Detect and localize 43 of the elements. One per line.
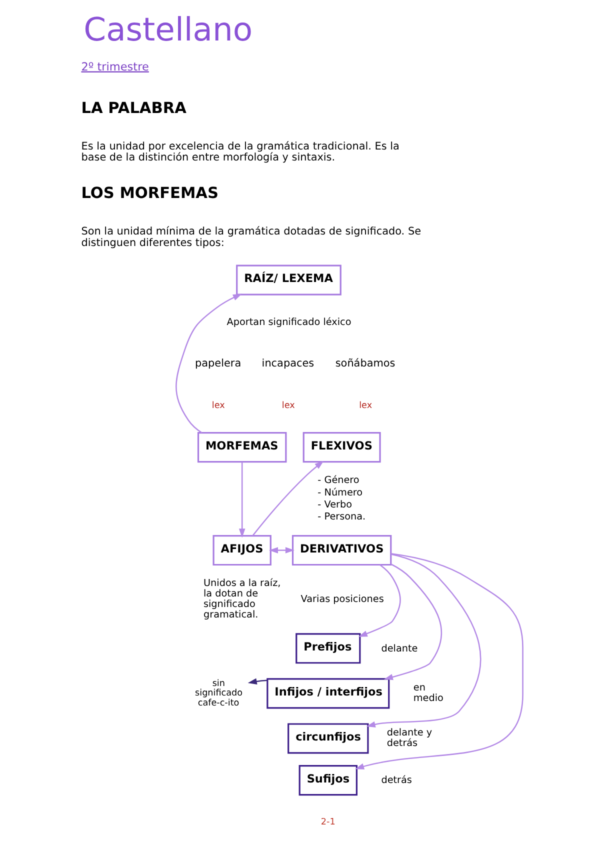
node-label: detrás <box>380 775 412 786</box>
label: lex <box>211 400 224 411</box>
label: incapaces <box>261 357 314 370</box>
node-box: RAÍZ/ LEXEMA <box>236 264 341 296</box>
label: Es la unidad por excelencia de la gramática tradicional. Es la base de la distinción entre morfología y sintaxis. <box>80 140 399 164</box>
arrow <box>358 564 400 637</box>
arrow <box>252 460 324 536</box>
node-label: Varias posiciones <box>300 594 384 606</box>
node-label: Aportan significado léxico <box>226 316 351 328</box>
node-box: AFIJOS <box>212 535 271 566</box>
node-box: circunfijos <box>287 723 368 754</box>
node-label: - Verbo <box>317 499 352 510</box>
arrow <box>366 554 481 728</box>
diagram-title: Castellano <box>83 10 252 48</box>
label: papelera <box>194 357 241 370</box>
node-label: Unidos a la raíz, la dotan de significado gramatical. <box>202 578 280 621</box>
arrow <box>238 462 245 538</box>
node-box: Infijos / interfijos <box>266 678 390 709</box>
label: 2º trimestre <box>80 60 148 74</box>
label: 2-1 <box>320 817 335 828</box>
node-label: - Número <box>317 487 362 498</box>
node-text: sin significado cafe-c-ito <box>194 679 242 708</box>
label: LA PALABRA <box>80 98 186 117</box>
arrow <box>354 553 523 770</box>
label: LOS MORFEMAS <box>80 184 218 202</box>
label: Son la unidad mínima de la gramática dotadas de significado. Se distinguen diferentes tipos: <box>80 226 421 249</box>
node-box: Sufijos <box>298 765 357 796</box>
node-box: Prefijos <box>295 633 360 664</box>
label: lex <box>358 400 372 411</box>
node-label: delante y detrás <box>386 728 432 750</box>
label: soñábamos <box>334 357 395 370</box>
node-label: - Género <box>317 475 359 486</box>
node-label: - Persona. <box>317 511 366 522</box>
node-label: delante <box>380 643 418 654</box>
node-box: FLEXIVOS <box>302 432 380 463</box>
arrow <box>383 564 442 680</box>
node-label: en medio <box>412 682 443 704</box>
arrow <box>268 547 294 554</box>
node-box: DERIVATIVOS <box>291 535 392 566</box>
arrow <box>247 678 267 684</box>
node-box: MORFEMAS <box>196 432 286 463</box>
arrow <box>175 294 242 434</box>
label: lex <box>281 400 294 411</box>
